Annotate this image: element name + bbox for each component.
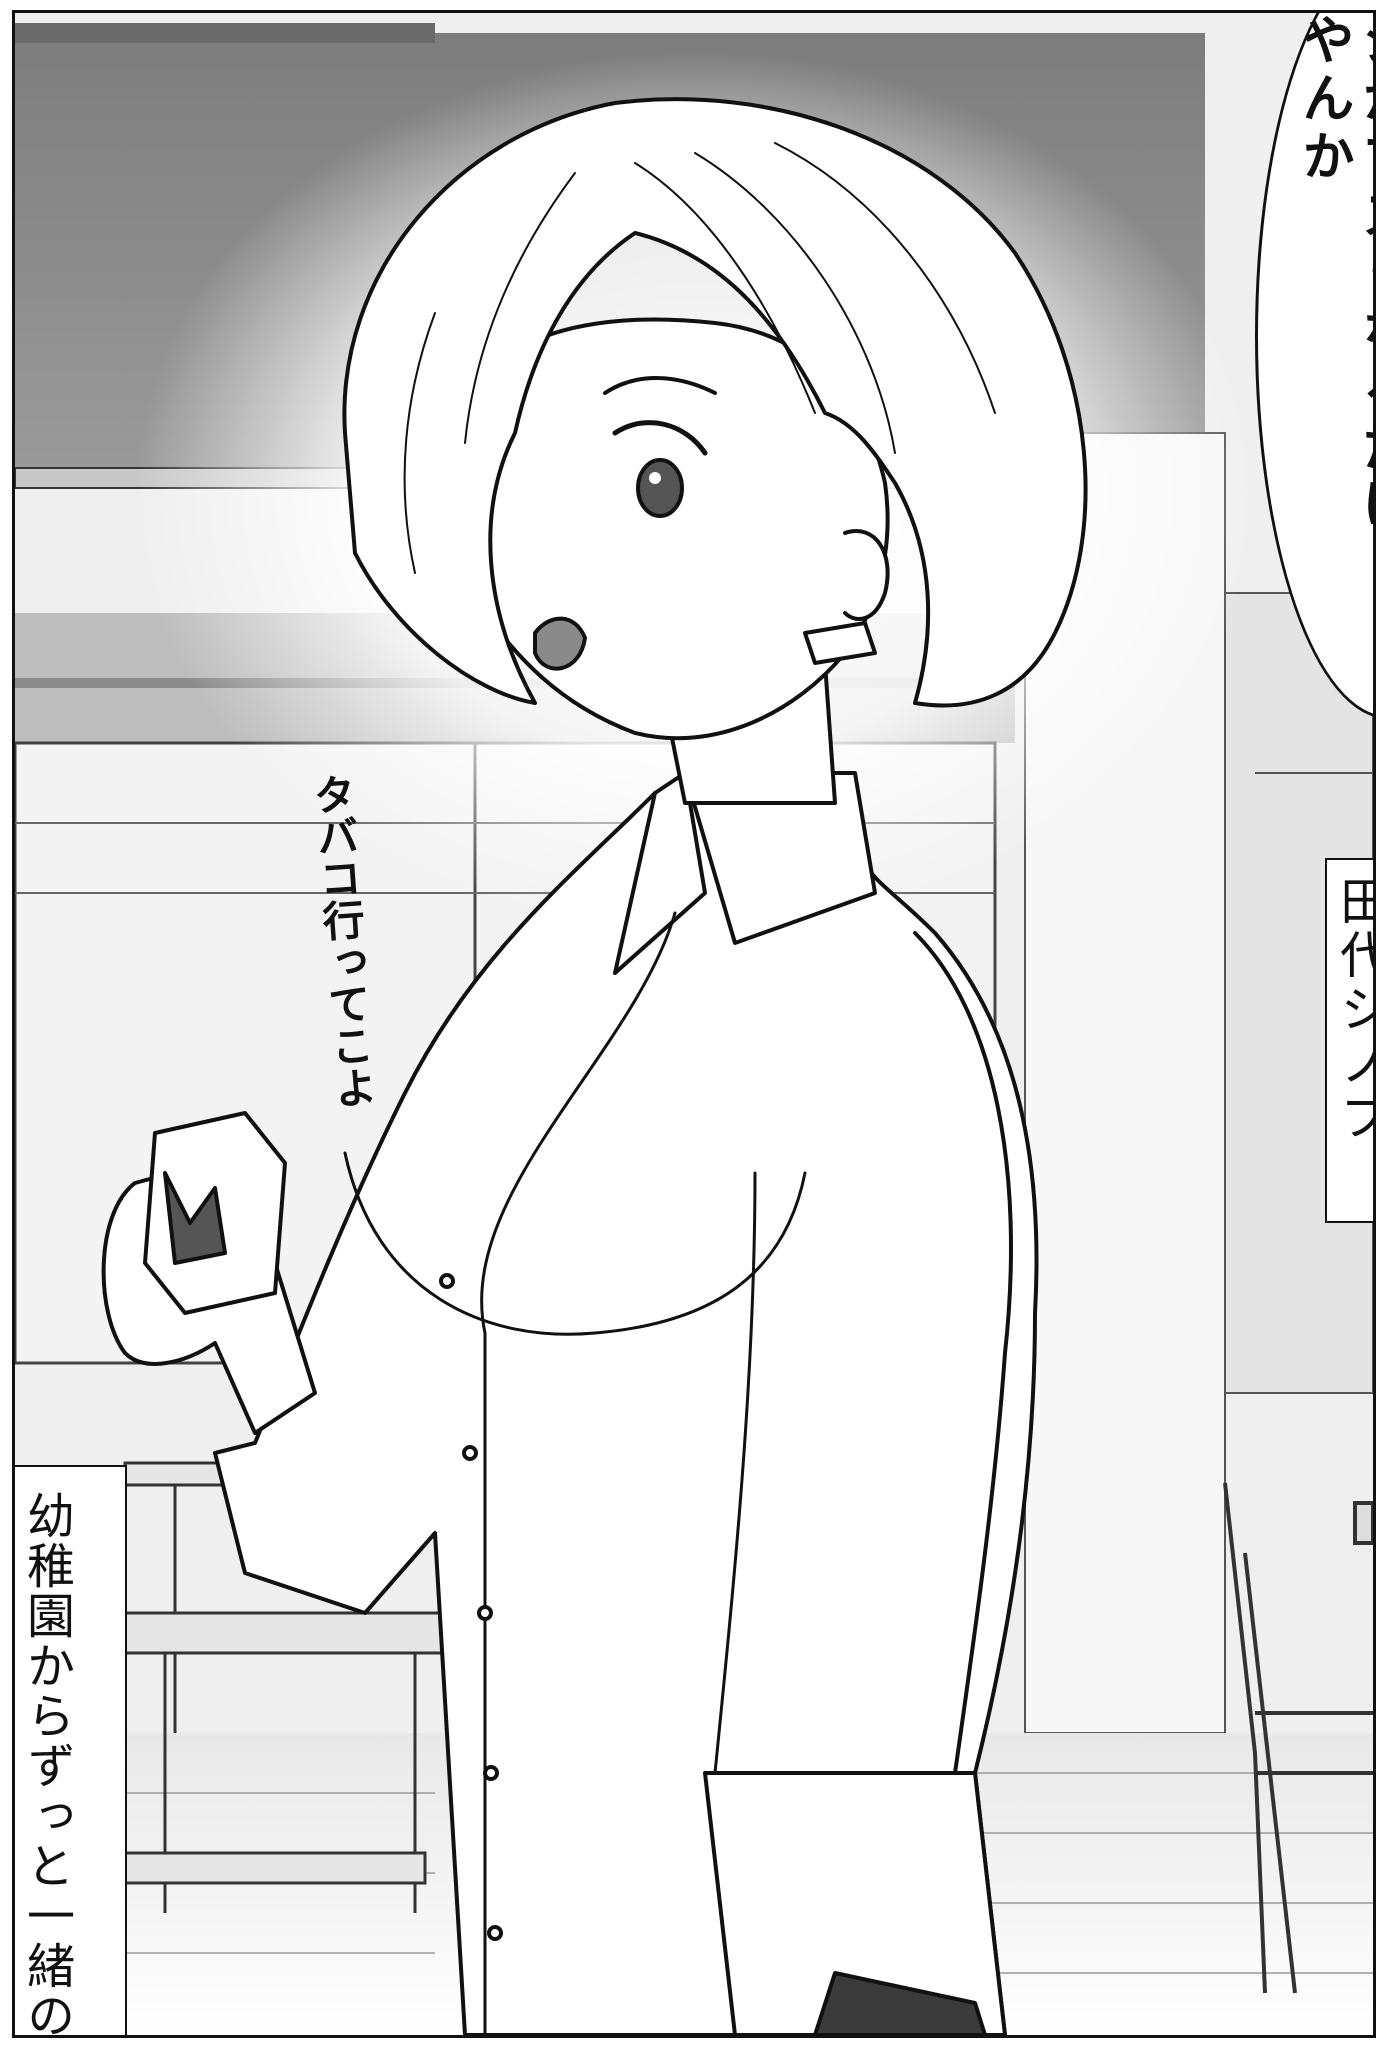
panel-artwork — [15, 13, 1373, 2035]
name-caption-box — [1325, 858, 1373, 1223]
narration-caption-box — [15, 1465, 127, 2035]
manga-panel: ジかマズくなるだけ やんか タバコ行ってこよ 田代シノブ 幼稚園からずっと一緒の — [12, 10, 1376, 2038]
character-figure — [101, 97, 1088, 2035]
character-name: 田代シノブ — [1332, 875, 1376, 1145]
speech-bubble-text: ジかマズくなるだけ やんか — [1293, 13, 1376, 535]
narration-text: 幼稚園からずっと一緒の — [18, 1491, 74, 2038]
